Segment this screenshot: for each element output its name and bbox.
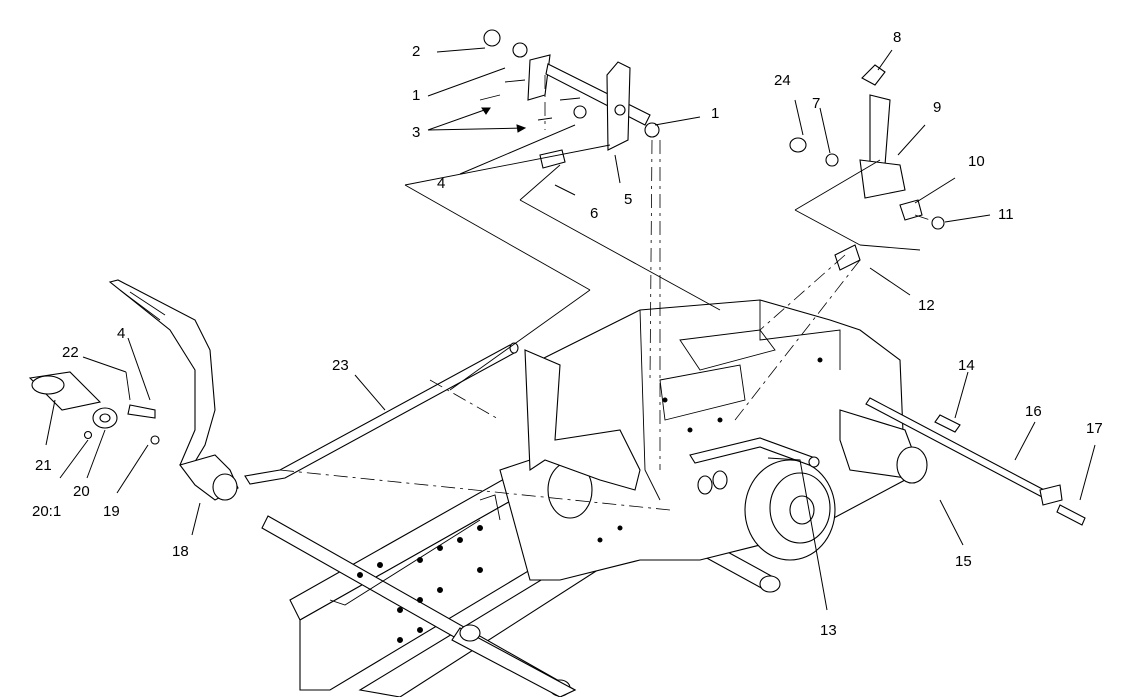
callout-12: 12 — [918, 297, 935, 314]
callout-21: 21 — [35, 457, 52, 474]
callout-15: 15 — [955, 553, 972, 570]
callout-19: 19 — [103, 503, 120, 520]
callout-17: 17 — [1086, 420, 1103, 437]
assembly-lines — [279, 75, 931, 511]
arrowheads — [481, 107, 527, 133]
callout-18: 18 — [172, 543, 189, 560]
callout-3: 3 — [412, 124, 420, 141]
frame-assembly — [261, 299, 928, 697]
callout-9: 9 — [933, 99, 941, 116]
callout-7: 7 — [812, 95, 820, 112]
callout-1a: 1 — [412, 87, 420, 104]
rod-16 — [865, 397, 1086, 526]
callout-4b: 4 — [117, 325, 125, 342]
callout-2: 2 — [412, 43, 420, 60]
rod-23 — [244, 342, 519, 485]
callout-4a: 4 — [437, 175, 445, 192]
callout-24: 24 — [774, 72, 791, 89]
pedal-assembly — [28, 279, 239, 501]
callout-13: 13 — [820, 622, 837, 639]
callout-11: 11 — [998, 206, 1014, 223]
callout-20-1: 20:1 — [32, 503, 61, 520]
callout-22: 22 — [62, 344, 79, 361]
lever-assembly-top — [479, 29, 660, 169]
callout-1b: 1 — [711, 105, 719, 122]
callout-10: 10 — [968, 153, 985, 170]
callout-20: 20 — [73, 483, 90, 500]
rod-13 — [689, 437, 820, 468]
callout-23: 23 — [332, 357, 349, 374]
callout-16: 16 — [1025, 403, 1042, 420]
callout-8: 8 — [893, 29, 901, 46]
callout-labels: 2 1 3 4 5 6 1 24 7 8 9 10 11 12 13 14 15… — [32, 29, 1103, 639]
callout-6: 6 — [590, 205, 598, 222]
leader-lines — [45, 47, 1096, 611]
callout-5: 5 — [624, 191, 632, 208]
callout-14: 14 — [958, 357, 975, 374]
